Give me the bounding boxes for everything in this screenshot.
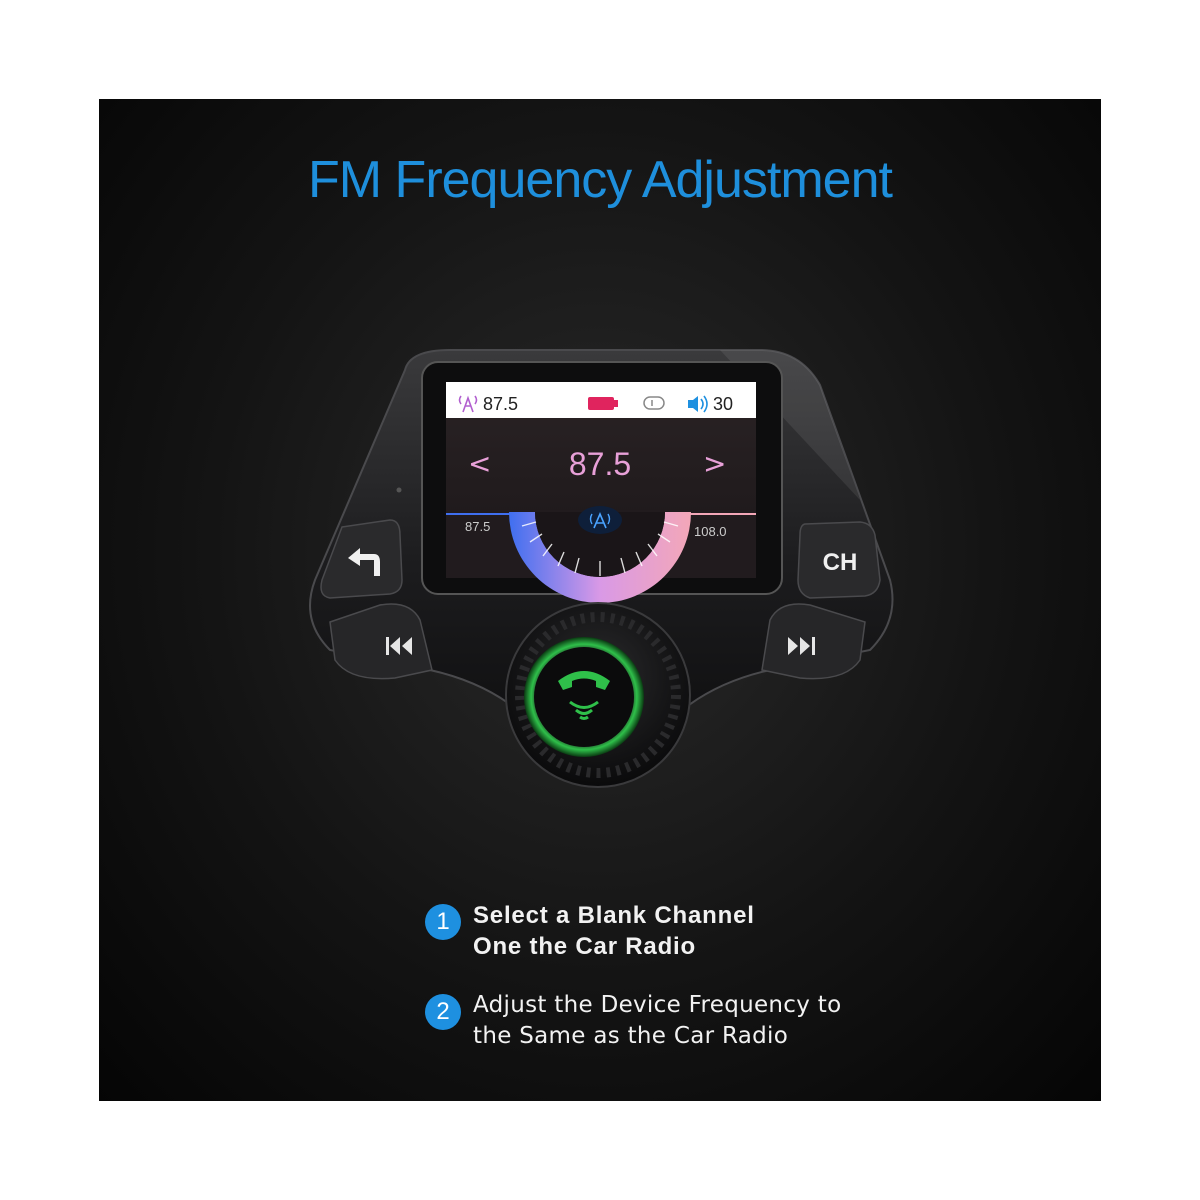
prev-frequency-arrow: < [468,447,491,480]
status-volume: 30 [713,394,733,414]
back-button[interactable] [320,519,403,599]
repeat-icon [643,396,665,410]
step-1-text: Select a Blank Channel One the Car Radio [473,900,755,962]
dial-max-label: 108.0 [694,524,727,539]
frequency-dial [509,512,691,603]
step-2-text: Adjust the Device Frequency to the Same … [473,990,841,1052]
previous-track-icon [386,637,412,655]
dial-min-label: 87.5 [465,519,490,534]
main-frequency: 87.5 [569,446,631,482]
ch-button-label: CH [823,549,858,576]
volume-icon [688,395,708,413]
step-2-line-2: the Same as the Car Radio [473,1023,789,1049]
control-knob[interactable] [505,602,691,788]
step-2-line-1: Adjust the Device Frequency to [473,992,842,1018]
previous-track-button[interactable] [329,603,433,680]
next-track-button[interactable] [761,603,866,680]
next-frequency-arrow: > [703,447,726,480]
ch-button[interactable]: CH [797,521,881,599]
back-arrow-icon [348,548,380,576]
battery-icon [588,397,618,410]
page-title: FM Frequency Adjustment [308,151,893,209]
antenna-icon [458,395,478,413]
step-1-line-2: One the Car Radio [473,933,696,960]
phone-icon [558,671,610,720]
fm-transmitter-device: 87.5 30 < 87.5 > 87.5 108.0 [300,330,900,800]
step-1-line-1: Select a Blank Channel [473,902,755,929]
step-1-number: 1 [425,904,461,940]
microphone-hole [396,487,402,493]
next-track-icon [788,637,815,655]
step-2-number: 2 [425,994,461,1030]
status-frequency: 87.5 [483,394,518,414]
dial-antenna-icon [578,506,622,534]
